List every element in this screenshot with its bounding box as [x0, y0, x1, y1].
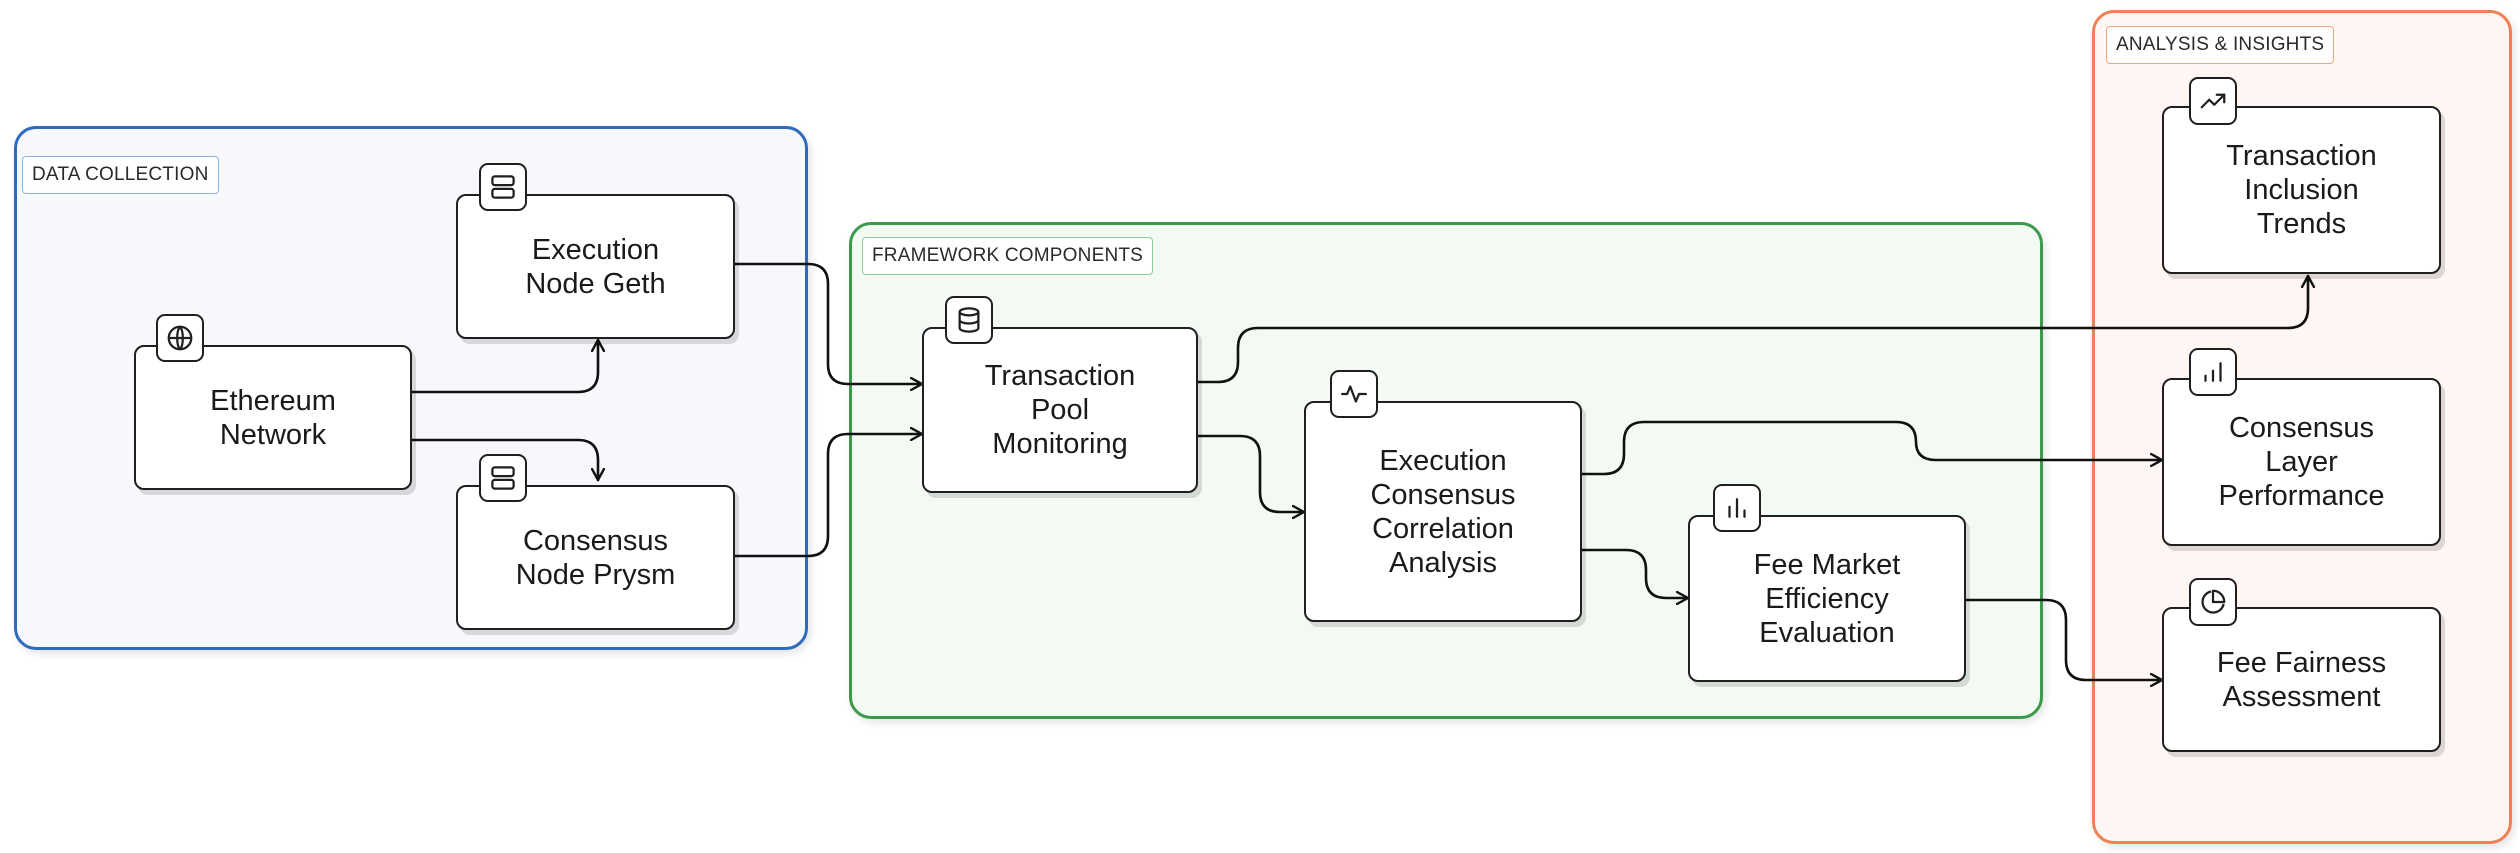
globe-icon [156, 314, 204, 362]
node-fee-fairness-assessment[interactable]: Fee Fairness Assessment [2162, 607, 2441, 752]
edge-execution-to-txpool [733, 262, 924, 384]
node-consensus-layer-performance[interactable]: Consensus Layer Performance [2162, 378, 2441, 546]
trending-up-icon [2189, 77, 2237, 125]
edge-ethereum-to-consensus [410, 438, 598, 482]
edge-correlation-to-consensus-performance [1580, 420, 2164, 476]
analysis-insights-label: ANALYSIS & INSIGHTS [2106, 26, 2335, 64]
bar-chart-icon [2189, 348, 2237, 396]
node-ethereum-network[interactable]: Ethereum Network [134, 345, 412, 490]
edge-fee-market-to-fairness [1964, 598, 2164, 680]
node-transaction-pool-monitoring[interactable]: Transaction Pool Monitoring [922, 327, 1198, 493]
node-execution-consensus-correlation[interactable]: Execution Consensus Correlation Analysis [1304, 401, 1582, 622]
server-icon [479, 454, 527, 502]
activity-icon [1330, 370, 1378, 418]
edge-txpool-to-inclusion-trends [1196, 274, 2308, 384]
edge-txpool-to-correlation [1196, 434, 1306, 512]
bar-chart-icon [1713, 484, 1761, 532]
edge-correlation-to-fee-market [1580, 548, 1690, 598]
edge-consensus-to-txpool [733, 434, 924, 558]
data-collection-label: DATA COLLECTION [22, 156, 219, 194]
node-execution-node-geth[interactable]: Execution Node Geth [456, 194, 735, 339]
database-icon [945, 296, 993, 344]
node-consensus-node-prysm[interactable]: Consensus Node Prysm [456, 485, 735, 630]
node-transaction-inclusion-trends[interactable]: Transaction Inclusion Trends [2162, 106, 2441, 274]
server-icon [479, 163, 527, 211]
node-fee-market-efficiency[interactable]: Fee Market Efficiency Evaluation [1688, 515, 1966, 682]
edge-ethereum-to-execution [410, 338, 598, 394]
pie-chart-icon [2189, 578, 2237, 626]
framework-components-label: FRAMEWORK COMPONENTS [862, 237, 1154, 275]
